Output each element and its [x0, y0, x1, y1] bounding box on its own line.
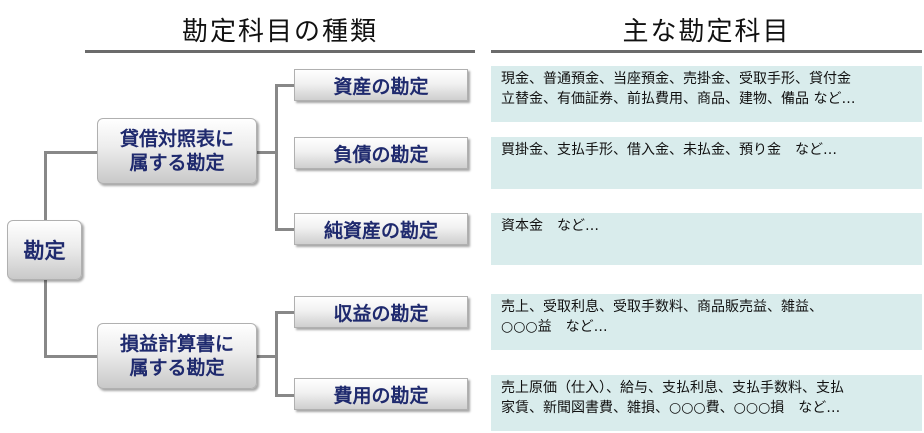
root-node-kanjo: 勘定	[7, 220, 82, 280]
examples-expenses: 売上原価（仕入）、給与、支払利息、支払手数料、支払 家賃、新聞図書費、雑損、○○…	[491, 375, 922, 431]
account-node-label: 純資産の勘定	[323, 219, 438, 242]
header-rule-right	[491, 50, 922, 53]
examples-liabilities: 買掛金、支払手形、借入金、未払金、預り金 など…	[491, 137, 922, 189]
account-node-label: 資産の勘定	[333, 75, 429, 98]
connector-line	[275, 228, 295, 231]
connector-line	[44, 151, 97, 154]
account-node-assets: 資産の勘定	[294, 69, 468, 101]
account-node-label: 収益の勘定	[333, 302, 429, 325]
examples-net-assets: 資本金 など…	[491, 213, 922, 265]
connector-line	[275, 311, 295, 314]
connector-line	[275, 311, 278, 397]
examples-assets: 現金、普通預金、当座預金、売掛金、受取手形、貸付金 立替金、有価証券、前払費用、…	[491, 66, 922, 122]
account-node-label: 負債の勘定	[333, 143, 429, 166]
account-node-expenses: 費用の勘定	[294, 378, 468, 410]
connector-line	[275, 84, 295, 87]
connector-line	[44, 355, 97, 358]
connector-line	[256, 151, 276, 154]
account-node-label: 費用の勘定	[333, 384, 429, 407]
header-main-accounts: 主な勘定科目	[622, 17, 791, 47]
group-node-income-statement: 損益計算書に 属する勘定	[97, 323, 257, 389]
account-node-net-assets: 純資産の勘定	[294, 213, 468, 245]
connector-line	[275, 394, 295, 397]
root-node-label: 勘定	[23, 239, 66, 263]
account-node-revenue: 収益の勘定	[294, 296, 468, 328]
group-node-label: 貸借対照表に 属する勘定	[119, 128, 234, 174]
connector-line	[256, 355, 276, 358]
header-account-types: 勘定科目の種類	[181, 17, 378, 47]
header-rule-left	[85, 50, 475, 53]
group-node-label: 損益計算書に 属する勘定	[119, 333, 234, 379]
examples-revenue: 売上、受取利息、受取手数料、商品販売益、雑益、 ○○○益 など…	[491, 294, 922, 350]
account-node-liabilities: 負債の勘定	[294, 137, 468, 169]
connector-line	[275, 84, 278, 231]
group-node-balance-sheet: 貸借対照表に 属する勘定	[97, 118, 257, 184]
